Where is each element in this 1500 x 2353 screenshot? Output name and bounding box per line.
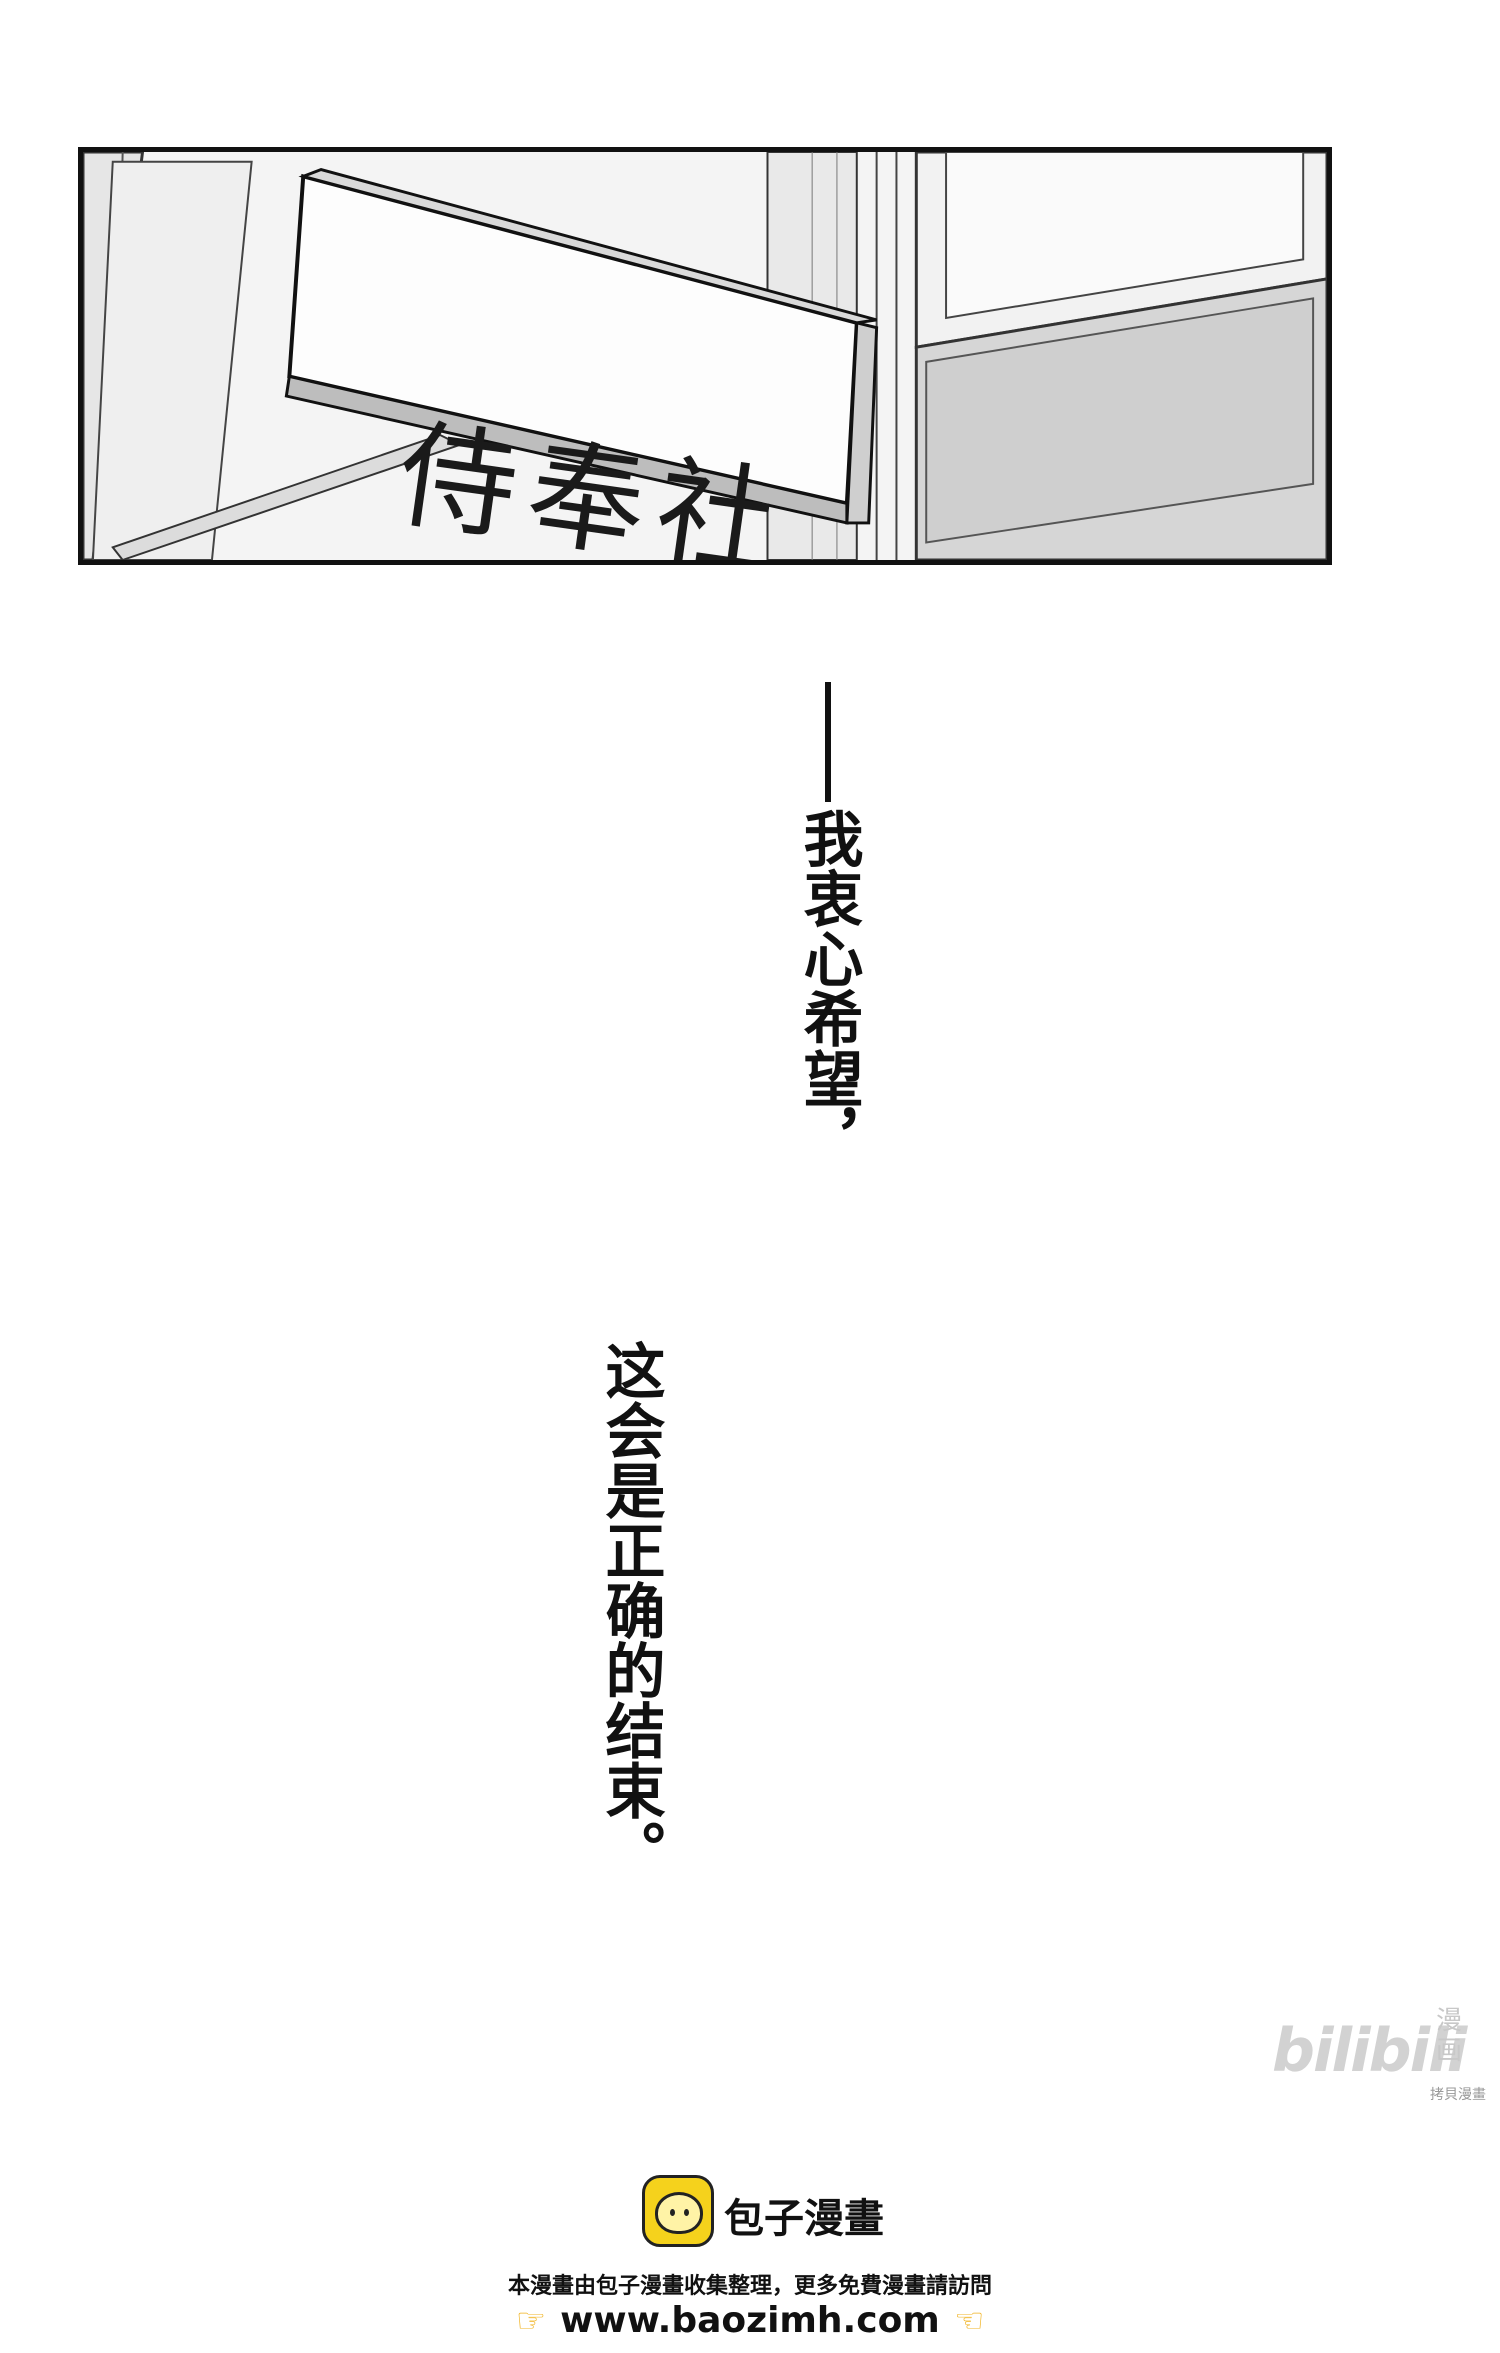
footer-note: 本漫畫由包子漫畫收集整理，更多免費漫畫請訪問 [507, 2274, 992, 2299]
footer-site-name: 包子漫畫 [724, 2196, 884, 2242]
watermark-brand: bilibili [1272, 2016, 1467, 2086]
footer-url-row: ☞ www.baozimh.com ☞ [0, 2300, 1500, 2341]
watermark-small-text: 拷貝漫畫 [1430, 2087, 1486, 2103]
panel-background-art [83, 152, 1327, 560]
manga-panel: 侍奉社 [78, 147, 1332, 565]
narration-line-2: 这会是正确的结束。 [595, 1340, 665, 1880]
baozi-logo-icon [642, 2175, 714, 2247]
dash-line [825, 682, 831, 802]
watermark-side-text: 漫画 [1436, 2006, 1463, 2066]
pointing-hand-icon: ☞ [953, 2301, 985, 2341]
footer-url-link[interactable]: www.baozimh.com [560, 2300, 940, 2341]
pointing-hand-icon: ☞ [515, 2301, 547, 2341]
narration-line-1: 我衷心希望， [793, 808, 863, 1168]
bilibili-watermark: bilibili 漫画 拷貝漫畫 [1272, 2006, 1486, 2103]
